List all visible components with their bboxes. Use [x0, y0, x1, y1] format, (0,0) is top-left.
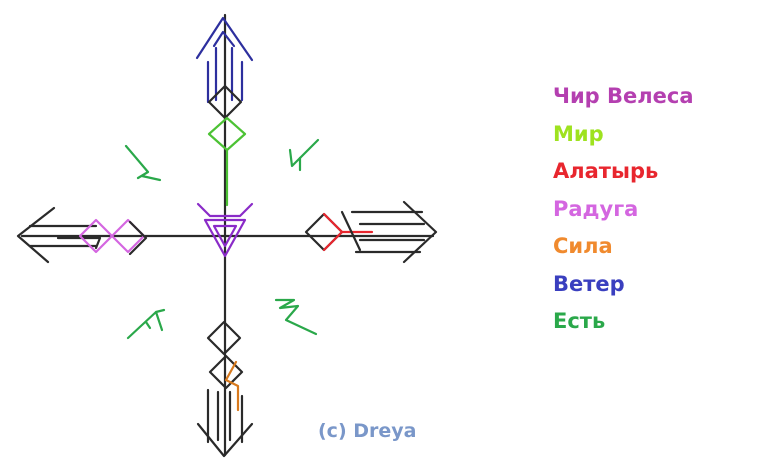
top-rhombus-green — [207, 116, 247, 207]
left-rhombus-black — [128, 220, 148, 256]
rune-lower-right — [274, 298, 318, 336]
left-arrow — [16, 206, 102, 264]
legend-item: Радуга — [553, 196, 639, 221]
legend-item: Ветер — [553, 271, 625, 296]
top-rhombus-upper — [207, 84, 243, 120]
legend-item: Алатырь — [553, 159, 659, 183]
axis-lines — [20, 13, 435, 457]
bottom-arrow — [196, 388, 254, 458]
rune-lower-left — [126, 308, 166, 340]
center-symbol — [196, 202, 254, 258]
right-rhombus-red — [322, 212, 374, 252]
bottom-rhombus-lower — [208, 354, 244, 390]
right-arrow — [340, 200, 438, 264]
bottom-rhombus-upper — [206, 320, 242, 356]
credit-text: (c) Dreya — [318, 420, 417, 442]
top-arrow — [195, 16, 254, 104]
rune-upper-right — [288, 138, 320, 172]
legend-item: Чир Велеса — [553, 84, 694, 108]
legend-item: Сила — [553, 234, 613, 258]
right-rhombus — [304, 212, 344, 252]
bottom-sila-mark — [224, 360, 240, 412]
rune-upper-left — [124, 144, 162, 182]
legend-item: Есть — [553, 309, 606, 333]
legend-item: Мир — [553, 121, 604, 146]
